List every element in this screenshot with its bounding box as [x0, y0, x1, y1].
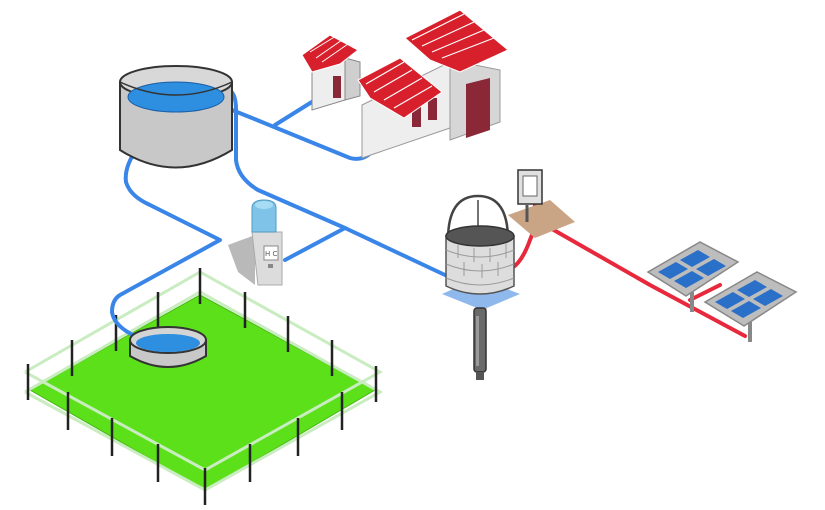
- livestock-trough: [129, 326, 207, 368]
- control-box: [508, 169, 575, 238]
- solar-panel-2: [703, 271, 798, 342]
- dispenser-label: H C: [265, 250, 277, 258]
- large-house-roof-front: [357, 57, 443, 119]
- pasture-fence: [24, 270, 384, 492]
- pipe-tank-to-trough: [110, 148, 222, 338]
- water-dispenser: H C: [228, 199, 283, 286]
- village-house-large: [357, 9, 509, 159]
- control-box-ground: [508, 200, 575, 238]
- tank-water-surface: [127, 81, 225, 113]
- water-bottle: [251, 199, 277, 233]
- solar-panel-1: [646, 241, 740, 312]
- water-storage-tank: [119, 65, 233, 169]
- large-house-door: [466, 78, 490, 138]
- pipe-tank-to-houses: [230, 98, 377, 161]
- small-house-roof: [301, 34, 359, 73]
- submersible-pump: [473, 307, 487, 380]
- village-house-small: [301, 34, 361, 111]
- well-arch: [446, 194, 510, 241]
- pasture-grass: [28, 294, 377, 491]
- pipe-to-dispenser: [283, 226, 347, 262]
- stone-well: [442, 194, 520, 310]
- house-window-2: [428, 98, 437, 120]
- fence-posts: [26, 268, 378, 505]
- small-house-door: [333, 76, 341, 98]
- cable-control-to-panels: [543, 223, 747, 338]
- trough-water: [136, 334, 200, 352]
- dispenser-button: [268, 264, 273, 268]
- dispenser-panel: [263, 245, 279, 261]
- fenced-pasture: [24, 268, 384, 505]
- house-window-1: [412, 105, 421, 127]
